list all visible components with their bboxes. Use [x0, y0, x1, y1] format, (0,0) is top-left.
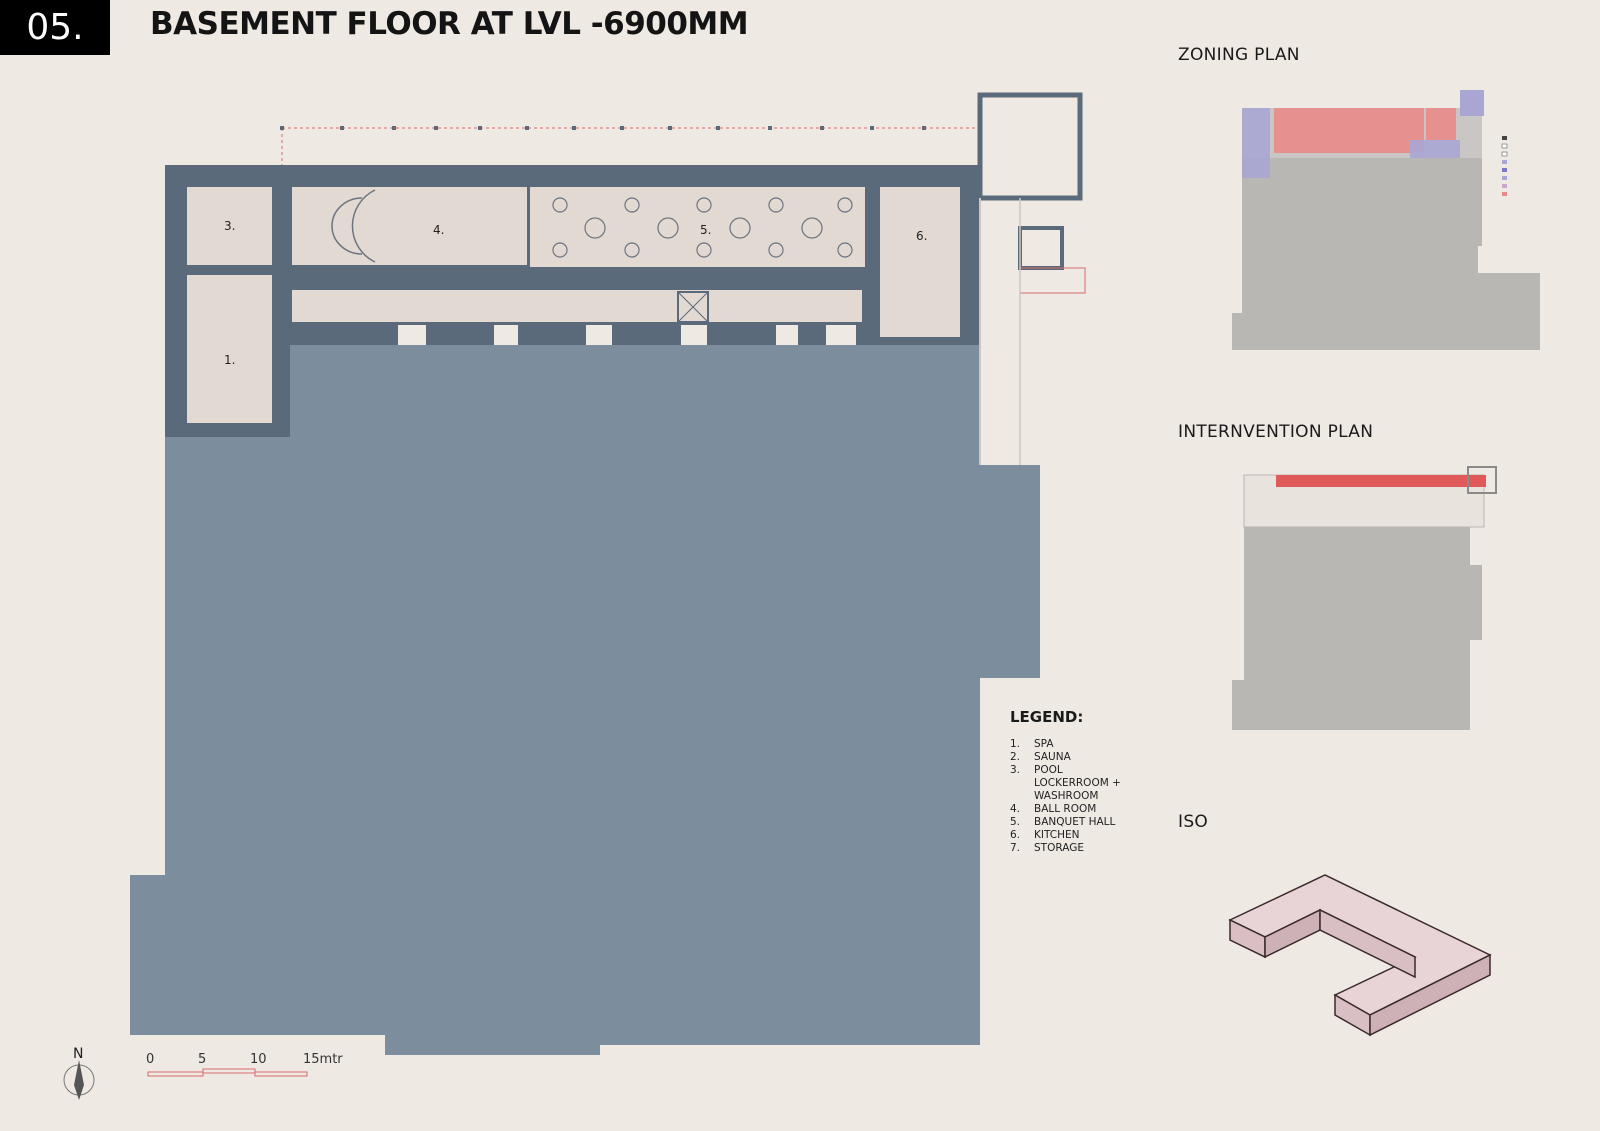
intervention-red-strip	[1276, 475, 1486, 487]
room-label-4: 4.	[433, 223, 444, 237]
legend-num: 7.	[1010, 842, 1021, 854]
iso-block	[1228, 874, 1492, 1037]
legend-num: 1.	[1010, 738, 1021, 750]
lift-cross	[677, 291, 709, 323]
wall-openings	[398, 325, 856, 345]
legend-item: 5. BANQUET HALL	[1010, 816, 1129, 829]
corridor-floor	[292, 290, 862, 322]
legend-item: 3. POOL LOCKERROOM + WASHROOM	[1010, 764, 1129, 803]
iso-title: ISO	[1178, 812, 1209, 832]
legend-text: STORAGE	[1034, 842, 1084, 854]
legend-num: 6.	[1010, 829, 1021, 841]
legend-title: LEGEND:	[1010, 708, 1084, 726]
iso-diagram	[1228, 874, 1492, 1037]
north-label: N	[73, 1046, 83, 1062]
intervention-plan-diagram	[1232, 466, 1497, 730]
legend-item: 6. KITCHEN	[1010, 829, 1129, 842]
legend-text: BALL ROOM	[1034, 803, 1097, 815]
spiral-stair	[331, 189, 376, 263]
sheet-title: BASEMENT FLOOR AT LVL -6900MM	[150, 6, 749, 42]
zoning-zone-purple-tower	[1460, 90, 1484, 116]
legend-num: 5.	[1010, 816, 1021, 828]
scale-label-10: 10	[250, 1052, 267, 1067]
legend-item: 1. SPA	[1010, 738, 1129, 751]
legend-text: BANQUET HALL	[1034, 816, 1116, 828]
legend-text: POOL LOCKERROOM + WASHROOM	[1034, 764, 1121, 802]
zoning-zone-purple-west	[1242, 108, 1270, 178]
room-5-floor	[530, 187, 865, 267]
scale-label-0: 0	[146, 1052, 154, 1067]
legend-num: 2.	[1010, 751, 1021, 763]
legend-text: KITCHEN	[1034, 829, 1080, 841]
legend-num: 3.	[1010, 764, 1021, 776]
zoning-plan-diagram	[1232, 90, 1540, 350]
boundary-line	[281, 127, 980, 165]
room-label-1: 1.	[224, 353, 235, 367]
banquet-tables	[552, 197, 853, 258]
zoning-plan-title: ZONING PLAN	[1178, 45, 1300, 65]
intervention-stair-tower	[1467, 466, 1497, 494]
zoning-grey-mass	[1232, 158, 1540, 350]
scale-bar: 0 5 10 15mtr	[146, 1052, 343, 1077]
zoning-zone-red-east	[1426, 108, 1456, 140]
legend-text: SPA	[1034, 738, 1054, 750]
legend-item: 2. SAUNA	[1010, 751, 1129, 764]
room-label-6: 6.	[916, 229, 927, 243]
room-6-floor	[880, 187, 960, 337]
legend-text: SAUNA	[1034, 751, 1071, 763]
lift-core	[677, 291, 709, 323]
zoning-zone-purple-south	[1410, 140, 1460, 158]
intervention-grey-mass	[1232, 515, 1482, 730]
legend-num: 4.	[1010, 803, 1021, 815]
north-arrow: N	[63, 1046, 95, 1100]
boundary-posts	[280, 126, 926, 130]
slab-area	[130, 345, 1040, 1055]
room-3-floor	[187, 187, 272, 265]
room-label-5: 5.	[700, 223, 711, 237]
stair-tower	[977, 92, 1086, 465]
scale-label-15: 15mtr	[303, 1052, 343, 1067]
room-label-3: 3.	[224, 219, 235, 233]
corridor-piers	[325, 325, 825, 345]
room-4-floor	[292, 187, 527, 265]
zoning-mini-legend	[1501, 136, 1508, 196]
intervention-plan-title: INTERNVENTION PLAN	[1178, 422, 1374, 442]
legend-list: 1. SPA 2. SAUNA 3. POOL LOCKERROOM + WASHRO…	[1010, 738, 1129, 855]
room-1-floor	[187, 275, 272, 423]
scale-label-5: 5	[198, 1052, 206, 1067]
legend-item: 4. BALL ROOM	[1010, 803, 1129, 816]
legend-item: 7. STORAGE	[1010, 842, 1129, 855]
sheet-number: 05.	[0, 0, 110, 55]
zoning-zone-red	[1274, 108, 1424, 153]
